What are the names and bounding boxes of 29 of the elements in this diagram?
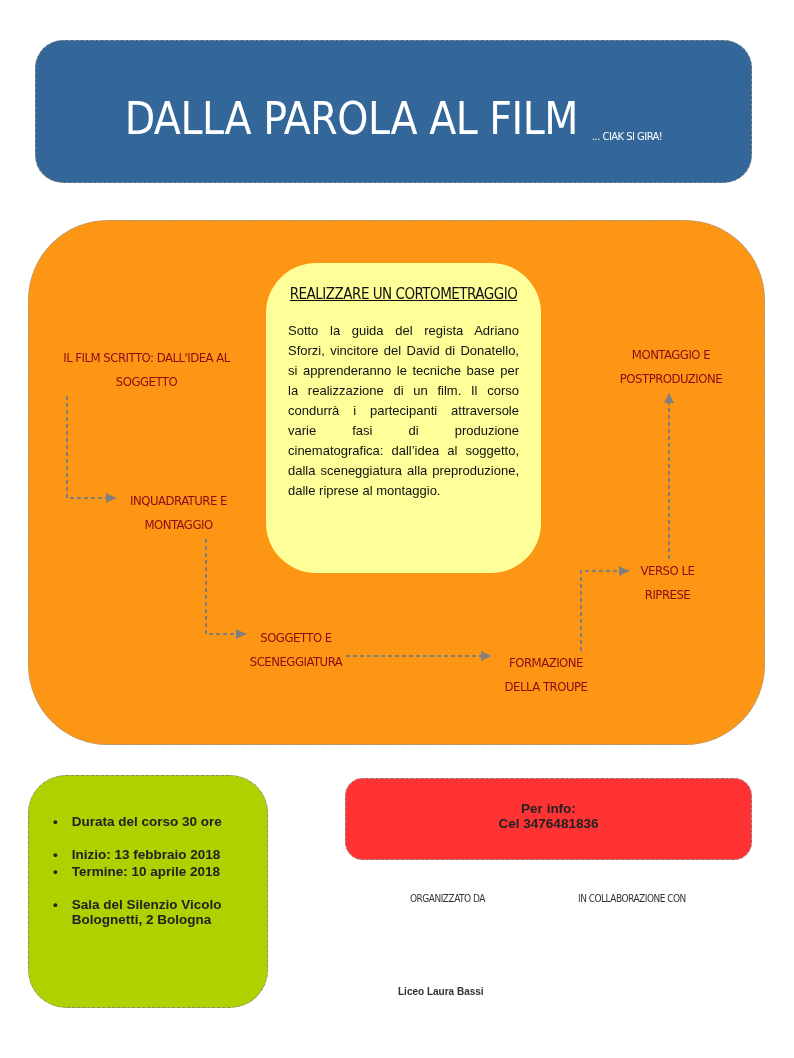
poster-title: DALLA PAROLA AL FILM <box>124 94 578 144</box>
step-label: MONTAGGIO E POSTPRODUZIONE <box>601 343 741 391</box>
section-label: IN COLLABORAZIONE CON <box>578 893 686 904</box>
step-label: IL FILM SCRITTO: DALL'IDEA AL SOGGETTO <box>59 346 234 394</box>
arrow <box>580 566 630 652</box>
title-banner <box>35 40 752 183</box>
description-text: Sotto la guida del regista Adriano Sforzi, vincitore del David di Donatello, si apprenderanno le tecniche base per la realizzazione di un film. Il corso condurrà i partecipanti attraversole varie fasi di produzione cinematografica: dall’idea al soggetto, dalla sceneggiatura alla preproduzione, dalle riprese al montaggio. <box>288 322 519 500</box>
step-label: FORMAZIONE DELLA TROUPE <box>491 651 601 699</box>
arrow <box>205 538 247 639</box>
contact-text: Per info: <box>521 801 576 816</box>
organizer-name: Liceo Laura Bassi <box>398 986 484 997</box>
info-item: • Sala del Silenzio Vicolo Bolognetti, 2 Bologna <box>53 897 223 927</box>
contact-card <box>345 778 752 860</box>
step-label: INQUADRATURE E MONTAGGIO <box>116 489 241 537</box>
card-heading: REALIZZARE UN CORTOMETRAGGIO <box>289 285 518 303</box>
arrow <box>66 395 117 503</box>
info-item: • Inizio: 13 febbraio 2018 <box>53 847 222 862</box>
info-card <box>28 775 268 1008</box>
contact-text: Cel 3476481836 <box>498 816 599 831</box>
arrow <box>664 392 674 560</box>
arrow <box>345 651 492 661</box>
step-label: VERSO LE RIPRESE <box>629 559 706 607</box>
subtitle: ... CIAK SI GIRA! <box>591 130 663 144</box>
info-item: • Termine: 10 aprile 2018 <box>53 864 222 879</box>
info-item: • Durata del corso 30 ore <box>53 814 223 829</box>
section-label: ORGANIZZATO DA <box>410 893 485 904</box>
content-panel <box>28 220 765 745</box>
description-card <box>266 263 541 573</box>
step-label: SOGGETTO E SCENEGGIATURA <box>246 626 346 674</box>
